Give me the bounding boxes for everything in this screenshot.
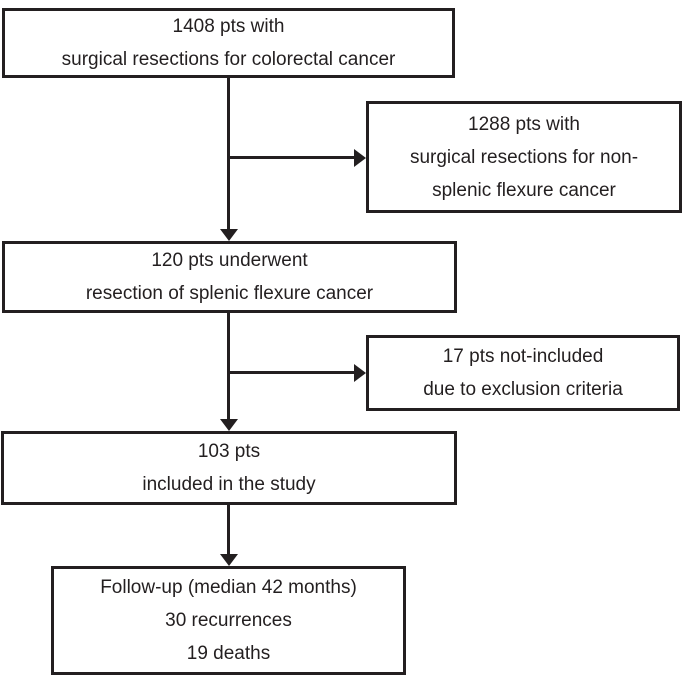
connector-splenic-to-included bbox=[227, 313, 230, 421]
box-exclusion-criteria: 17 pts not-included due to exclusion cri… bbox=[366, 335, 680, 411]
box-non-splenic-line-2: surgical resections for non- bbox=[409, 146, 639, 168]
box-total-line-2: surgical resections for colorectal cance… bbox=[61, 49, 396, 70]
box-splenic-flexure-resection: 120 pts underwent resection of splenic f… bbox=[2, 241, 457, 313]
box-splenic-line-2: resection of splenic flexure cancer bbox=[85, 283, 374, 304]
box-splenic-line-1: 120 pts underwent bbox=[151, 250, 308, 271]
box-followup-line-1: Follow-up (median 42 months) bbox=[100, 577, 357, 598]
box-included-in-study: 103 pts included in the study bbox=[1, 431, 457, 505]
connector-branch-non-splenic bbox=[227, 156, 356, 159]
box-total-resections: 1408 pts with surgical resections for co… bbox=[2, 8, 455, 78]
arrowhead-right-icon bbox=[354, 364, 366, 382]
arrowhead-right-icon bbox=[354, 149, 366, 167]
arrowhead-down-icon bbox=[220, 229, 238, 241]
box-non-splenic-line-1: 1288 pts with bbox=[468, 113, 580, 135]
box-follow-up-outcomes: Follow-up (median 42 months) 30 recurren… bbox=[51, 566, 406, 675]
box-included-line-2: included in the study bbox=[142, 474, 316, 495]
box-non-splenic-flexure: 1288 pts with surgical resections for no… bbox=[366, 101, 682, 213]
box-followup-line-2: 30 recurrences bbox=[165, 610, 292, 631]
connector-total-to-splenic bbox=[227, 78, 230, 231]
box-total-line-1: 1408 pts with bbox=[172, 16, 285, 37]
connector-branch-excluded bbox=[227, 371, 356, 374]
box-included-line-1: 103 pts bbox=[197, 441, 261, 462]
arrowhead-down-icon bbox=[220, 554, 238, 566]
box-followup-line-3: 19 deaths bbox=[186, 643, 271, 664]
arrowhead-down-icon bbox=[220, 419, 238, 431]
box-excluded-line-2: due to exclusion criteria bbox=[423, 379, 623, 400]
connector-included-to-followup bbox=[227, 505, 230, 556]
box-non-splenic-line-3: splenic flexure cancer bbox=[432, 179, 616, 201]
box-excluded-line-1: 17 pts not-included bbox=[442, 346, 604, 367]
